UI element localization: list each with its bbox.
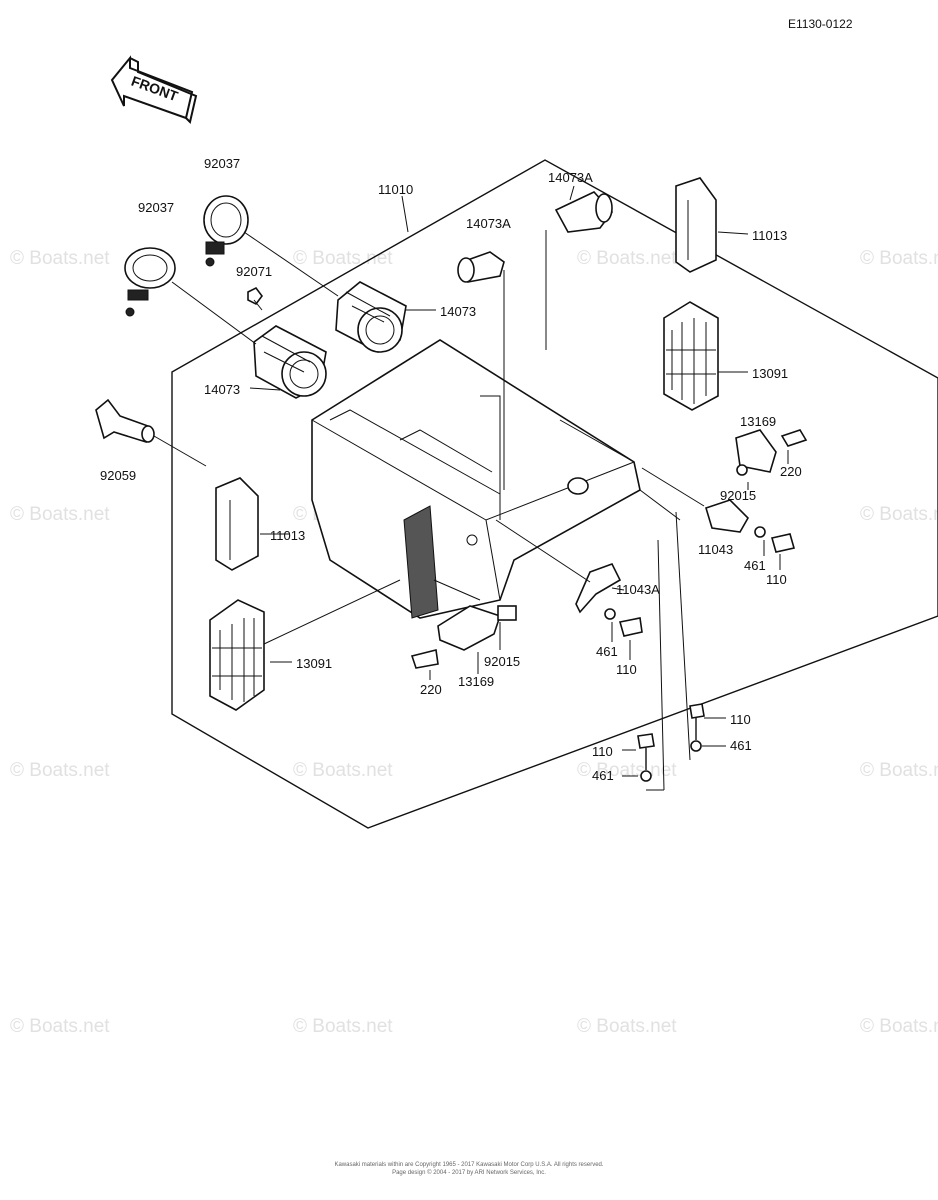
watermark: © Boats.net: [293, 248, 393, 269]
callout-92015-right: 92015: [720, 488, 756, 503]
callout-14073a-top: 14073A: [548, 170, 593, 185]
callout-461-lower-right: 461: [730, 738, 752, 753]
leader-lines: [153, 185, 789, 791]
watermark: © Boats.net: [10, 760, 110, 781]
watermark: © Boats.net: [577, 248, 677, 269]
callout-110-right: 110: [766, 572, 787, 587]
callout-11013-left: 11013: [270, 528, 305, 543]
footer-copyright: Kawasaki materials within are Copyright …: [334, 1162, 603, 1176]
element-13091-right: [663, 301, 719, 411]
watermark: © Boats.net: [860, 504, 938, 525]
callout-13091-right: 13091: [752, 366, 788, 381]
callout-92015-mid: 92015: [484, 654, 520, 669]
callout-110-mid: 110: [616, 662, 637, 677]
watermark: © Boats.net: [577, 1016, 677, 1037]
watermark: © Boats.net: [10, 1016, 110, 1037]
callout-14073-left: 14073: [204, 382, 240, 397]
watermark: © Boats.net: [10, 504, 110, 525]
watermark: © Boats.net: [293, 760, 393, 781]
bracket-13169-right: [735, 429, 777, 476]
bracket-11043a: [575, 563, 622, 614]
callout-92037-top: 92037: [204, 156, 240, 171]
watermark: © Boats.net: [577, 760, 677, 781]
plate-11013-left: [215, 477, 259, 571]
callout-110-lower-right: 110: [730, 712, 751, 727]
bolts: [410, 429, 808, 782]
callout-92059: 92059: [100, 468, 136, 483]
callout-461-right: 461: [744, 558, 766, 573]
callout-461-lower-left: 461: [592, 768, 614, 783]
footer-line-1: Kawasaki materials within are Copyright …: [334, 1162, 603, 1168]
clamp-92037-top: [203, 195, 249, 267]
assembly-boundary: [171, 159, 938, 829]
callout-11043: 11043: [698, 542, 733, 557]
duct-14073-right: [335, 281, 407, 353]
callout-14073-right: 14073: [440, 304, 476, 319]
callout-labels: 92037 92037 11010 14073A 14073A 11013 92…: [100, 156, 802, 783]
callout-220-right: 220: [780, 464, 802, 479]
callout-92071: 92071: [236, 264, 272, 279]
watermarks: © Boats.net © Boats.net © Boats.net © Bo…: [10, 248, 938, 1037]
clamp-92037-left: [124, 247, 176, 317]
nut-92071: [247, 286, 263, 306]
callout-13091-left: 13091: [296, 656, 332, 671]
watermark: © Boats.net: [860, 1016, 938, 1037]
diagram-code: E1130-0122: [788, 17, 853, 31]
callout-11013-right: 11013: [752, 228, 787, 243]
air-cleaner-housing: [311, 339, 641, 619]
callout-92037-left: 92037: [138, 200, 174, 215]
callout-11010: 11010: [378, 182, 413, 197]
callout-14073a-mid: 14073A: [466, 216, 511, 231]
duct-14073-left: [253, 325, 327, 399]
plate-11013-right: [675, 177, 717, 273]
front-arrow-icon: FRONT: [110, 55, 198, 124]
callout-11043a: 11043A: [616, 582, 660, 597]
bracket-13169-mid: [437, 605, 517, 651]
duct-14073a-mid: [457, 251, 505, 283]
watermark: © Boats.net: [860, 760, 938, 781]
callout-220-mid: 220: [420, 682, 442, 697]
callout-13169-right: 13169: [740, 414, 776, 429]
element-13091-left: [209, 599, 265, 711]
watermark: © Boats.net: [10, 248, 110, 269]
duct-14073a-top: [554, 191, 614, 233]
callout-13169-mid: 13169: [458, 674, 494, 689]
watermark: © Boats.net: [860, 248, 938, 269]
callout-110-lower-left: 110: [592, 744, 613, 759]
hose-92059: [95, 398, 155, 444]
bracket-11043: [705, 499, 749, 533]
watermark: © Boats.net: [293, 1016, 393, 1037]
footer-line-2: Page design © 2004 - 2017 by ARI Network…: [392, 1169, 546, 1176]
callout-461-mid: 461: [596, 644, 618, 659]
